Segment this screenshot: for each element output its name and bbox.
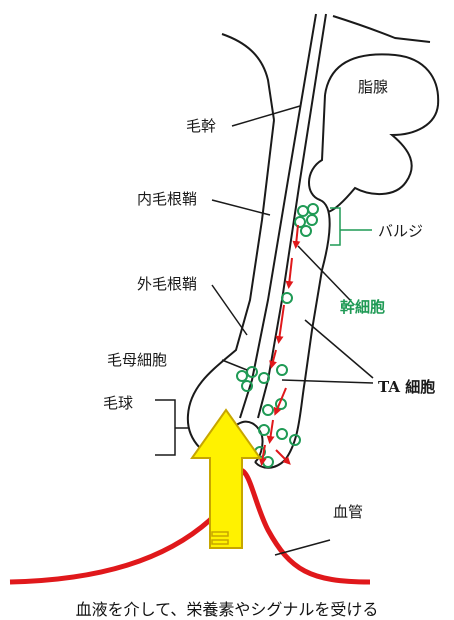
label-bulge: バルジ: [378, 222, 423, 240]
cell-migration-arrows: [258, 224, 301, 466]
label-hair-shaft: 毛幹: [186, 117, 216, 135]
ta-leader-lines: [281, 319, 374, 384]
label-outer-root-sheath: 外毛根鞘: [137, 275, 197, 293]
hair-shaft-left-line: [239, 13, 317, 419]
label-hair-bulb: 毛球: [103, 394, 133, 412]
label-inner-root-sheath: 内毛根鞘: [137, 190, 197, 208]
bulge-bracket: [330, 207, 372, 246]
label-ta-cells: TA 細胞: [378, 378, 435, 396]
nutrient-arrow-base-stripes: [211, 531, 229, 545]
leader-lines: [155, 105, 351, 556]
label-matrix-cells: 毛母細胞: [107, 351, 167, 369]
ta-cell-cluster: [236, 364, 301, 468]
label-blood-vessel: 血管: [333, 503, 363, 521]
skin-surface-outline: [221, 33, 275, 121]
label-sebaceous-gland: 脂腺: [358, 78, 388, 96]
blood-vessel-curve: [9, 467, 371, 585]
label-stem-cells: 幹細胞: [340, 298, 385, 316]
follicle-left-outline: [186, 119, 275, 466]
nutrient-signal-arrow: [190, 408, 262, 549]
stem-cell-cluster: [281, 203, 319, 304]
follicle-right-outline: [254, 94, 331, 469]
caption-text: 血液を介して、栄養素やシグナルを受ける: [75, 600, 379, 619]
sebaceous-gland-outline: [324, 53, 440, 213]
skin-surface-right-outline: [332, 15, 431, 43]
